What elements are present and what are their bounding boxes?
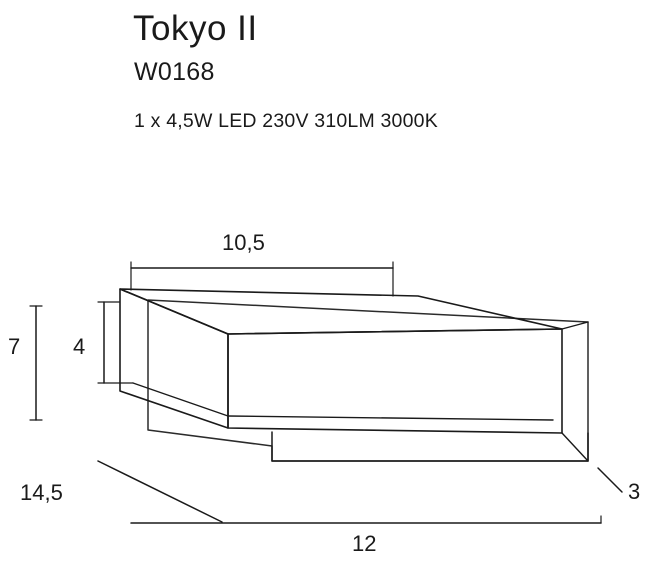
dim-line-right-depth	[597, 467, 623, 493]
page-title: Tokyo II	[133, 9, 258, 48]
dimension-label-depth: 14,5	[20, 480, 63, 505]
dimension-label-height-inner: 4	[73, 334, 86, 359]
product-specs: 1 x 4,5W LED 230V 310LM 3000K	[134, 110, 438, 132]
fixture-top-face	[119, 288, 563, 335]
dimension-label-top-width: 10,5	[222, 230, 265, 255]
product-code: W0168	[134, 58, 215, 86]
side-plate-detail	[561, 321, 589, 462]
dimension-label-height-outer: 7	[8, 334, 21, 359]
light-channel-line	[132, 382, 229, 417]
fixture-lower-edge	[227, 415, 554, 421]
back-plate-outline	[147, 299, 589, 462]
fixture-front-face	[119, 288, 229, 429]
dim-line-depth-diagonal	[97, 460, 223, 523]
mounting-bracket	[271, 431, 589, 462]
dimension-label-bottom-width: 12	[352, 531, 377, 556]
dimension-label-right-depth: 3	[628, 479, 641, 504]
